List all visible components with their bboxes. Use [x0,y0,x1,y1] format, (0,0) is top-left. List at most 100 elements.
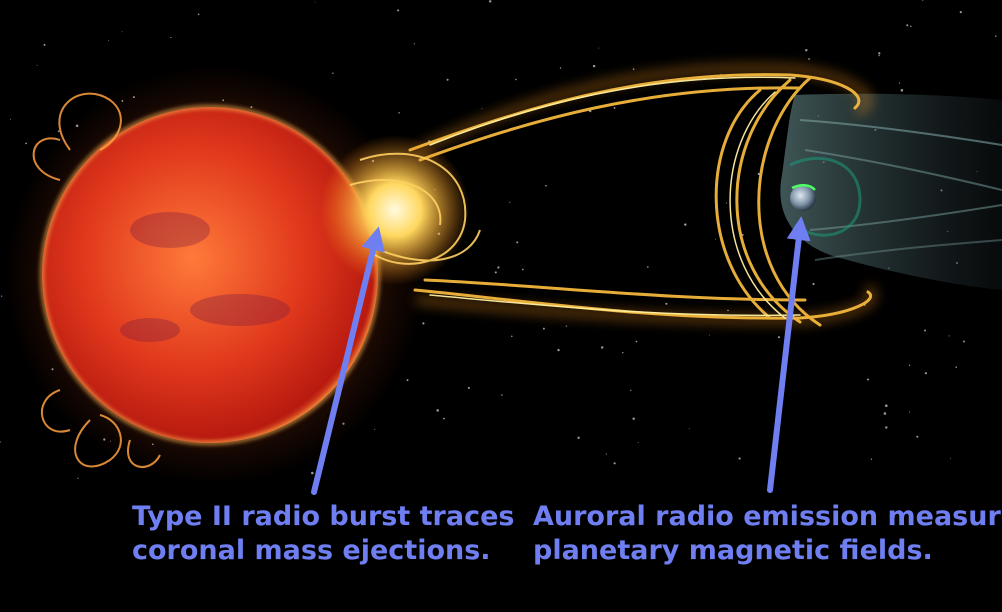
background-star [565,325,568,327]
background-star [885,404,888,407]
background-star [908,364,911,366]
background-star [866,378,870,381]
background-star [900,89,904,92]
background-star [557,348,560,352]
background-star [413,43,415,45]
background-star [501,394,503,396]
background-star [646,266,649,268]
background-star [708,334,710,336]
background-star [494,271,497,274]
background-star [924,372,927,375]
background-star [924,329,926,332]
background-star [592,64,596,68]
background-star [630,389,632,391]
background-star [600,346,604,349]
background-star [515,78,517,81]
background-star [197,13,200,16]
background-star [481,108,483,110]
background-star [516,241,519,244]
background-star [497,266,500,269]
background-star [398,111,400,114]
background-star [436,409,439,412]
planet [790,184,816,211]
background-star [542,327,545,330]
background-star [808,58,810,60]
background-star [397,9,400,12]
background-star [605,453,607,455]
background-star [0,441,1,443]
background-star [665,302,668,305]
background-star [812,282,815,286]
background-star [870,458,873,460]
background-star [948,335,950,337]
background-star [906,24,909,27]
pointer-arrows [311,216,811,495]
background-star [955,366,957,368]
background-star [959,11,962,14]
background-star [598,47,600,49]
background-star [422,322,425,325]
background-star [332,72,334,74]
cme-burst [320,135,481,285]
background-star [883,412,887,415]
background-star [910,25,912,28]
background-star [36,64,38,66]
caption-type-ii-burst: Type II radio burst traces coronal mass … [132,500,514,568]
background-star [916,435,919,438]
background-star [688,428,690,430]
caption-auroral-emission: Auroral radio emission measures planetar… [533,500,1002,568]
background-star [878,54,880,57]
background-star [738,457,741,460]
background-star [374,428,376,430]
background-star [446,78,449,81]
background-star [57,130,60,133]
background-star [950,457,951,459]
arrow-to-planet [767,216,811,493]
background-star [467,386,470,389]
background-star [25,142,27,145]
background-star [613,106,616,109]
background-star [10,118,11,120]
magnetosphere [780,93,1002,290]
background-star [108,40,109,42]
background-star [170,36,172,39]
prominences [32,92,161,468]
caption-left-line1: Type II radio burst traces [132,501,515,532]
background-star [121,31,123,33]
background-star [727,309,729,312]
background-star [878,52,881,55]
background-star [635,340,638,343]
background-star [805,48,808,52]
background-star [545,184,547,187]
background-star [43,43,46,46]
background-star [922,0,924,2]
background-star [962,340,965,343]
background-star [777,336,781,339]
background-star [77,477,79,479]
background-star [311,471,314,475]
star [40,105,380,445]
background-star [442,417,445,420]
background-star [622,352,624,354]
background-star [509,201,511,203]
background-star [715,238,716,240]
background-star [995,35,997,37]
background-star [577,436,580,440]
background-star [314,1,316,3]
background-star [632,68,635,71]
background-star [511,335,513,337]
background-star [406,379,409,382]
caption-right-line1: Auroral radio emission measures [533,501,1002,532]
background-star [726,202,728,204]
background-star [684,223,687,226]
caption-right-line2: planetary magnetic fields. [533,535,933,566]
background-star [0,295,3,297]
background-star [559,67,562,69]
plasma-streamers [408,63,878,327]
background-star [521,268,524,271]
background-star [909,411,911,413]
caption-left-line2: coronal mass ejections. [132,535,491,566]
background-star [488,0,492,3]
background-star [613,462,616,465]
